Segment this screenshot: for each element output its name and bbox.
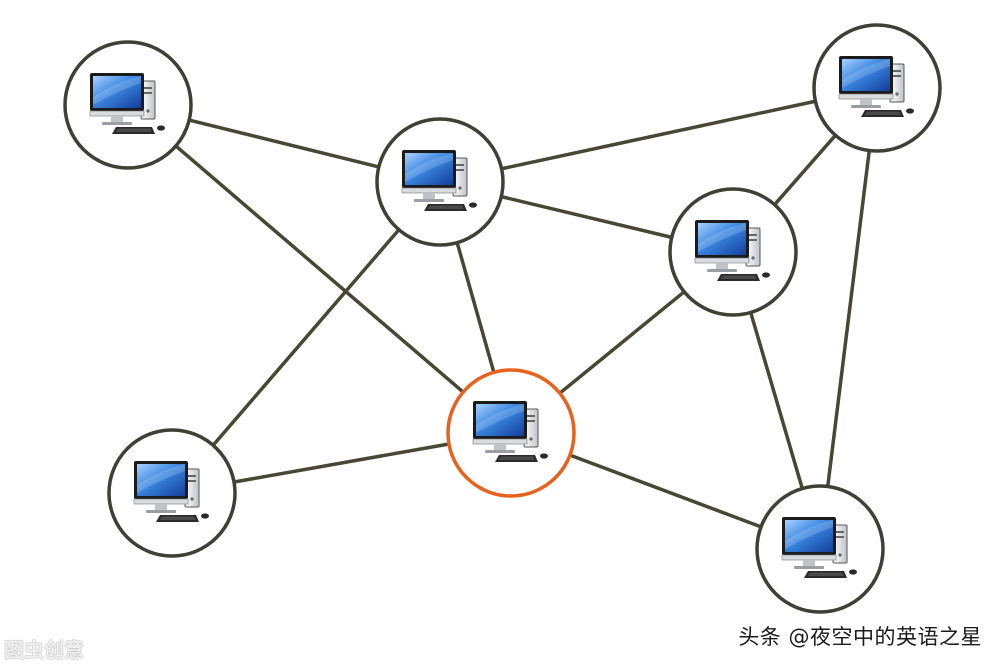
- edge-center-bottom-left: [232, 442, 451, 484]
- edge-middle-right-bottom-right: [748, 310, 805, 491]
- edge-top-center-middle-right: [499, 194, 674, 240]
- edge-top-right-middle-right: [772, 133, 838, 207]
- watermark-author: 头条 @夜空中的英语之星: [738, 625, 982, 649]
- edge-top-right-bottom-right: [825, 148, 872, 489]
- edges: [174, 99, 872, 529]
- node-top-left: [63, 40, 193, 170]
- edge-top-left-top-center: [187, 118, 381, 169]
- node-bottom-right: [755, 484, 885, 614]
- edge-middle-right-center: [558, 290, 686, 395]
- watermark-source: 图虫创意: [4, 638, 84, 662]
- node-middle-right: [668, 187, 798, 317]
- edge-top-left-center: [174, 144, 465, 394]
- edge-top-center-top-right: [499, 99, 818, 171]
- nodes: [63, 23, 942, 614]
- node-bottom-left: [107, 428, 237, 558]
- node-top-right: [812, 23, 942, 153]
- edge-top-center-center: [455, 240, 496, 375]
- node-top-center: [375, 117, 505, 247]
- edge-center-bottom-right: [568, 453, 763, 529]
- edge-top-center-bottom-left: [211, 227, 401, 448]
- node-center: [446, 368, 576, 498]
